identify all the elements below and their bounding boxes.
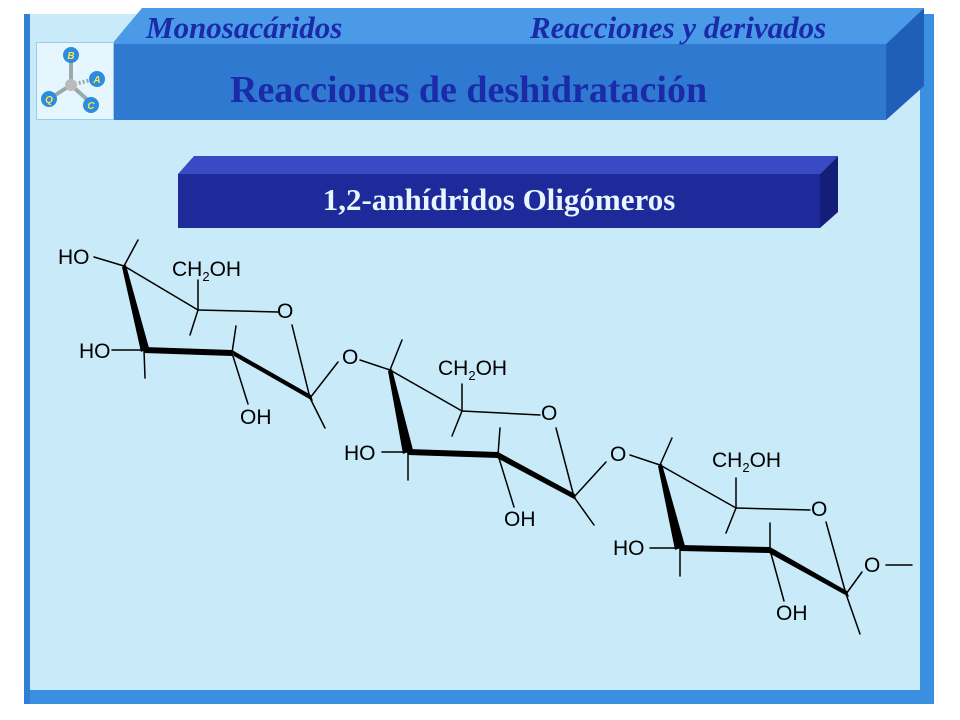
logo-letter-a: A [92,75,100,86]
label-terminal-oxygen: O [864,554,881,577]
page-title: Reacciones de deshidratación [230,69,708,111]
carbon-atom-icon: B A C Q [41,47,105,113]
label-ring-oxygen-2: O [541,402,558,425]
label-oh-1: OH [240,406,272,429]
label-oh-3: OH [776,602,808,625]
label-ch2oh-1: CH2OH [172,258,242,285]
header-banner [112,8,924,120]
label-ch2oh-2: CH2OH [438,357,508,384]
label-ring-oxygen-3: O [811,498,828,521]
section-title-right: Reacciones y derivados [530,10,827,45]
label-ho-4: HO [613,537,645,560]
section-title-left: Monosacáridos [146,10,343,45]
label-ch2oh-3: CH2OH [712,449,782,476]
label-ho-1: HO [58,246,90,269]
frame-left-edge [24,14,30,704]
label-ho-2: HO [79,340,111,363]
frame-bottom-edge [30,690,934,704]
logo-letter-c: C [87,101,95,112]
label-oh-2: OH [504,508,536,531]
frame-right-edge [920,14,934,690]
logo-letter-b: B [67,51,74,62]
label-ring-oxygen-1: O [277,300,294,323]
label-bridge-oxygen-2: O [610,443,627,466]
molecule-logo: B A C Q [36,42,114,120]
label-bridge-oxygen-1: O [342,346,359,369]
label-ho-3: HO [344,442,376,465]
subtitle-bar [178,156,838,228]
subtitle: 1,2-anhídridos Oligómeros [322,182,676,217]
logo-letter-q: Q [45,95,53,106]
